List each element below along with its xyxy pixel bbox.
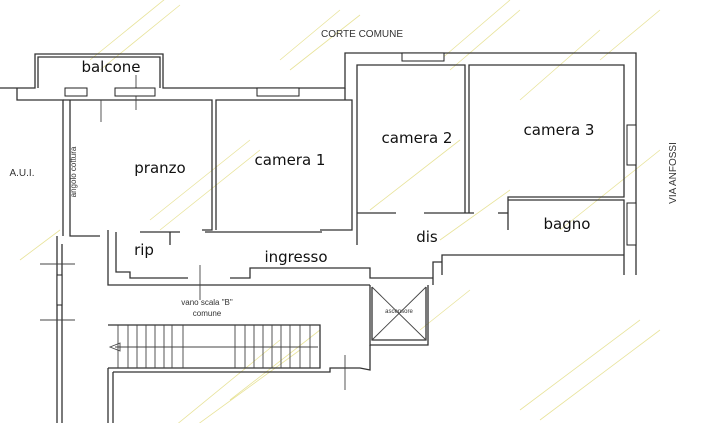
aui-label: A.U.I.: [9, 168, 34, 179]
stairs: [108, 325, 318, 368]
camera2-label: camera 2: [382, 129, 453, 147]
rip-label: rip: [134, 241, 154, 259]
walls: [0, 52, 637, 423]
pranzo-label: pranzo: [134, 159, 185, 177]
vano-scala-label: vano scala "B": [181, 298, 233, 307]
camera1-label: camera 1: [255, 151, 326, 169]
dis-label: dis: [416, 228, 438, 246]
comune-label: comune: [193, 309, 222, 318]
angolo-cottura-label: angolo cottura: [69, 146, 78, 197]
bagno-label: bagno: [544, 215, 591, 233]
stair-arrow-icon: [108, 342, 121, 352]
balcone-label: balcone: [81, 58, 140, 76]
ascensore-label: ascensore: [385, 309, 413, 315]
camera3-label: camera 3: [524, 121, 595, 139]
via-anfossi-label: VIA ANFOSSI: [668, 142, 679, 204]
ingresso-label: ingresso: [264, 248, 327, 266]
windows: [64, 52, 637, 246]
corte-comune-label: CORTE COMUNE: [321, 29, 403, 40]
